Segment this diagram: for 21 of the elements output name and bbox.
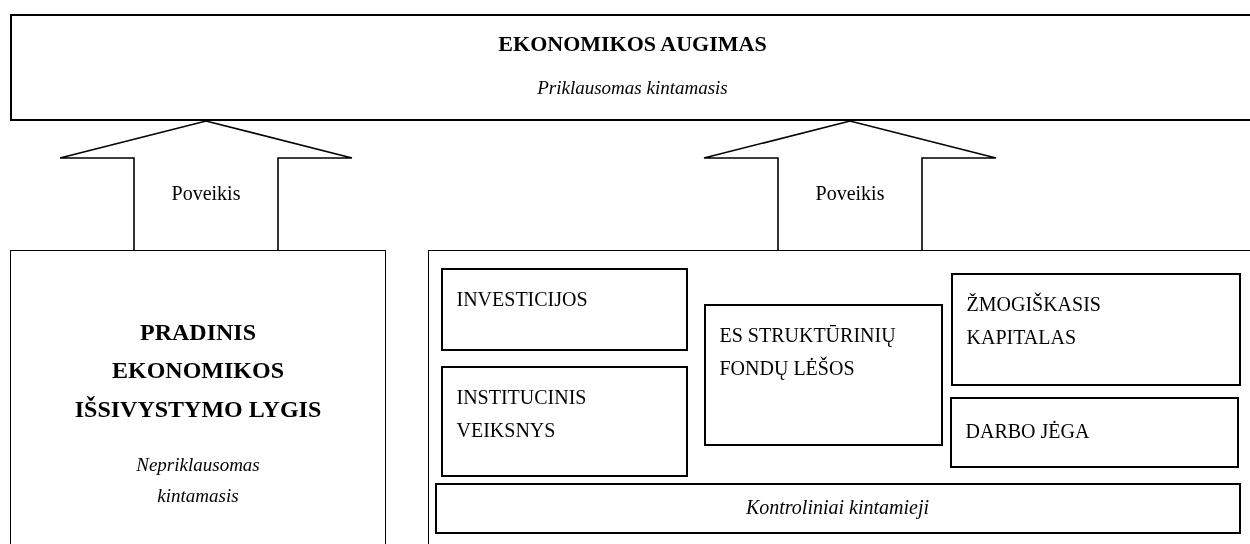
box-subtitle: Nepriklausomas kintamasis — [135, 453, 261, 508]
variable-box — [440, 365, 688, 477]
variable-box — [440, 267, 688, 351]
variable-box — [703, 303, 943, 446]
box-subtitle: Priklausomas kintamasis — [537, 75, 728, 100]
box-text: DARBO JĖGA — [965, 419, 1090, 445]
box-text: ŽMOGIŠKASIS KAPITALAS — [966, 291, 1102, 351]
result-box — [10, 14, 1250, 121]
box-text: INSTITUCINIS VEIKSNYS — [456, 384, 588, 444]
group-panel — [428, 250, 1250, 544]
box-text: ES STRUKTŪRINIŲ FONDŲ LĖŠOS — [719, 322, 897, 382]
label-band — [434, 482, 1241, 534]
block-arrow — [59, 120, 353, 251]
box-title: EKONOMIKOS AUGIMAS — [498, 30, 767, 58]
variable-box — [949, 396, 1239, 468]
variable-box — [950, 272, 1241, 386]
box-text: Kontroliniai kintamieji — [745, 495, 930, 521]
box-title: PRADINIS EKONOMIKOS IŠSIVYSTYMO LYGIS — [73, 318, 323, 424]
factor-box — [10, 250, 386, 544]
box-text: INVESTICIJOS — [456, 286, 588, 312]
block-arrow — [703, 120, 997, 251]
